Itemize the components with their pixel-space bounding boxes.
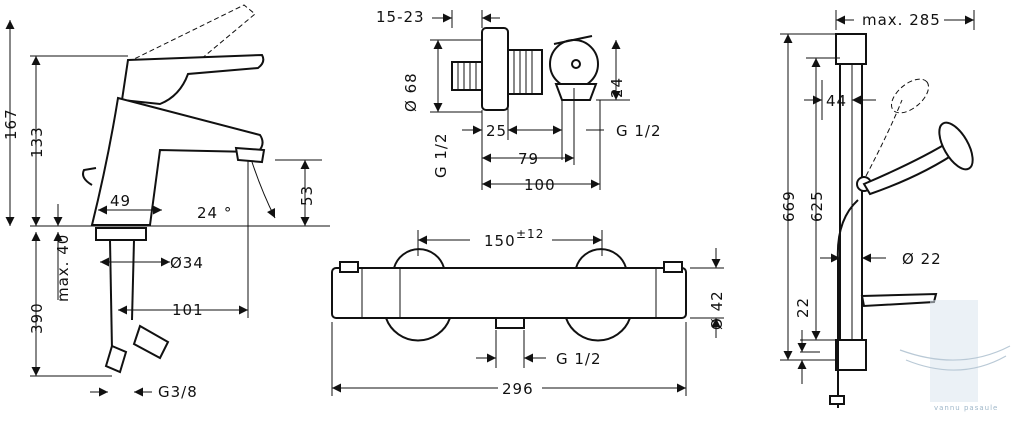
valve-dim-25: 25 [486, 122, 507, 140]
faucet-dim-49: 49 [110, 192, 131, 210]
shower-dim-diameter-22: Ø 22 [902, 250, 942, 268]
faucet-dim-133: 133 [28, 126, 46, 158]
faucet-dim-angle: 24 ° [197, 204, 232, 222]
thermostat-dim-296: 296 [502, 380, 534, 398]
faucet-dim-g3-8: G3/8 [158, 383, 198, 401]
valve-dim-24: 24 [608, 77, 626, 98]
thermostat-dim-tolerance: ±12 [516, 227, 544, 241]
valve-dim-diameter-68: Ø 68 [402, 72, 420, 112]
shower-dim-max-285: max. 285 [862, 11, 941, 29]
watermark-logo: vannu pasaule [899, 300, 1011, 412]
faucet-dim-101: 101 [172, 301, 204, 319]
faucet-dim-167: 167 [2, 108, 20, 140]
thermostat-dim-150: 150 [484, 232, 516, 250]
valve-dim-15-23: 15-23 [376, 8, 425, 26]
valve-dim-100: 100 [524, 176, 556, 194]
thermostat-dim-diameter-42: Ø 42 [708, 290, 726, 330]
faucet-dim-53: 53 [298, 185, 316, 206]
faucet-dim-390: 390 [28, 302, 46, 334]
shower-dim-22: 22 [794, 297, 812, 318]
valve-dim-g1-2-right: G 1/2 [616, 122, 662, 140]
watermark-text: vannu pasaule [934, 404, 998, 412]
faucet-dim-max-40: max. 40 [54, 234, 72, 302]
basin-faucet-drawing: 167 133 49 24 ° 53 max. 40 Ø34 101 390 G… [2, 4, 330, 401]
concealed-valve-drawing: 15-23 Ø 68 24 G 1/2 25 G 1/2 79 100 [376, 8, 662, 194]
shower-dim-625: 625 [808, 190, 826, 222]
faucet-dim-diameter-34: Ø34 [170, 254, 204, 272]
shower-set-drawing: max. 285 44 669 625 Ø 22 22 [780, 10, 975, 408]
shower-dim-669: 669 [780, 190, 798, 222]
valve-dim-79: 79 [518, 150, 539, 168]
valve-dim-g1-2-left: G 1/2 [432, 132, 450, 178]
thermostat-dim-g1-2: G 1/2 [556, 350, 602, 368]
thermostat-drawing: 150 ±12 Ø 42 G 1/2 296 [331, 227, 726, 398]
shower-dim-44: 44 [826, 92, 847, 110]
